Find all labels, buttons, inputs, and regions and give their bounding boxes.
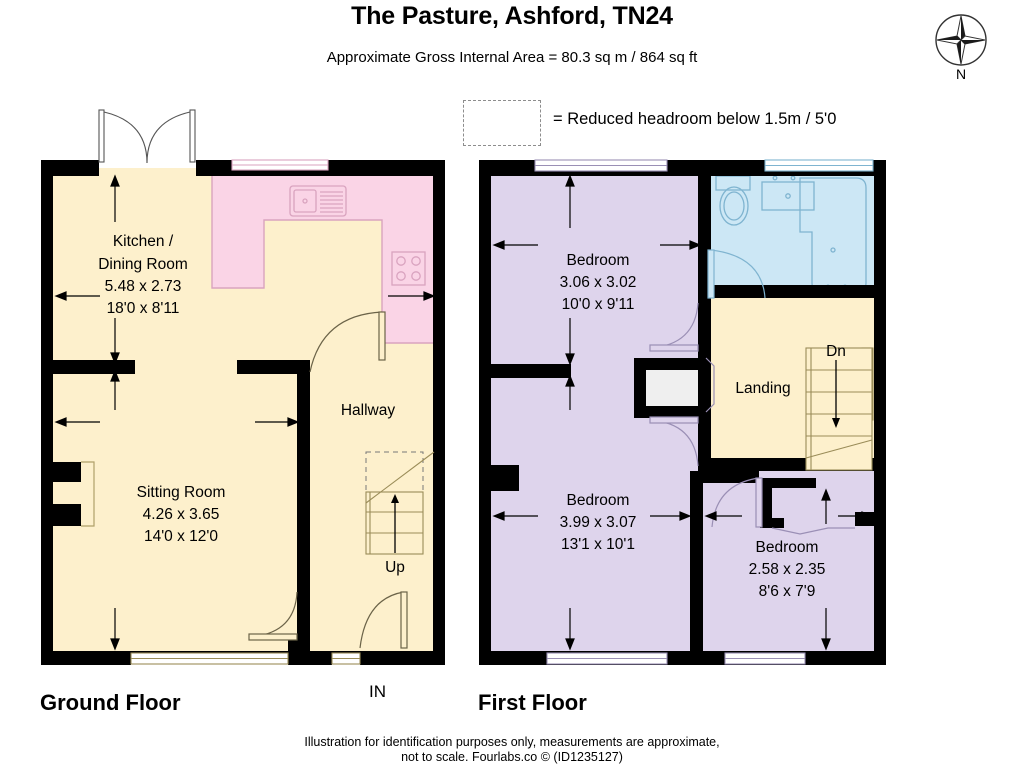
first-floor-staircase: Dn: [805, 343, 873, 471]
bedroom-2-metric-dimensions: 3.99 x 3.07: [560, 514, 637, 531]
kitchen-label-line1: Kitchen /: [113, 233, 174, 250]
ground-floor-bottom-windows: [130, 652, 361, 665]
sitting-room-metric-dimensions: 4.26 x 3.65: [143, 506, 220, 523]
compass-rose-icon: [933, 12, 989, 68]
kitchen-label-line2: Dining Room: [98, 256, 188, 273]
reduced-headroom-legend-label: = Reduced headroom below 1.5m / 5'0: [553, 110, 837, 128]
kitchen-imperial-dimensions: 18'0 x 8'11: [107, 300, 180, 317]
bedroom-3-label: Bedroom: [756, 539, 819, 556]
ground-floor-caption: Ground Floor: [40, 690, 181, 715]
reduced-headroom-swatch: [463, 100, 541, 146]
kitchen-sink-icon: [289, 185, 347, 217]
first-floor-dimension-arrows: [492, 174, 874, 651]
stair-direction-down-label: Dn: [826, 343, 846, 360]
sitting-room-label: Sitting Room: [137, 484, 226, 501]
kitchen-metric-dimensions: 5.48 x 2.73: [105, 278, 182, 295]
ground-floor-room-labels: Kitchen / Dining Room 5.48 x 2.73 18'0 x…: [98, 233, 395, 545]
bedroom-2-imperial-dimensions: 13'1 x 10'1: [561, 536, 635, 553]
first-floor-room-labels: Bedroom 3.06 x 3.02 10'0 x 9'11 Bedroom …: [560, 252, 826, 600]
ground-floor-dimension-arrows: [54, 174, 436, 651]
fireplace-recess: [81, 461, 95, 527]
ground-floor-staircase: Up: [365, 451, 435, 576]
sitting-room-imperial-dimensions: 14'0 x 12'0: [144, 528, 218, 545]
footer-line-1: Illustration for identification purposes…: [304, 735, 720, 749]
bedroom-1-imperial-dimensions: 10'0 x 9'11: [562, 296, 635, 313]
first-floor-caption: First Floor: [478, 690, 587, 715]
bedroom-3-imperial-dimensions: 8'6 x 7'9: [759, 583, 816, 600]
bedroom-1-metric-dimensions: 3.06 x 3.02: [560, 274, 637, 291]
bedroom-3-metric-dimensions: 2.58 x 2.35: [749, 561, 826, 578]
sink-icon: [761, 175, 815, 211]
stair-direction-up-label: Up: [385, 559, 405, 576]
bedroom-1-label: Bedroom: [567, 252, 630, 269]
kitchen-hob-icon: [391, 251, 426, 286]
footer-line-2: not to scale. Fourlabs.co © (ID1235127): [401, 750, 623, 764]
ground-floor-plan: Up: [41, 109, 445, 665]
ground-floor-doors: [248, 311, 408, 649]
entrance-in-label: IN: [369, 682, 386, 701]
ground-floor-openings: [98, 109, 329, 171]
hallway-label: Hallway: [341, 402, 396, 419]
footer-disclaimer: Illustration for identification purposes…: [0, 735, 1024, 765]
gross-internal-area-subtitle: Approximate Gross Internal Area = 80.3 s…: [326, 49, 698, 66]
page-title: The Pasture, Ashford, TN24: [351, 2, 673, 30]
first-floor-plan: Dn: [479, 159, 886, 665]
landing-label: Landing: [735, 380, 790, 397]
bedroom-2-label: Bedroom: [567, 492, 630, 509]
first-floor-walls: [479, 160, 886, 665]
compass-north-label: N: [955, 66, 967, 82]
